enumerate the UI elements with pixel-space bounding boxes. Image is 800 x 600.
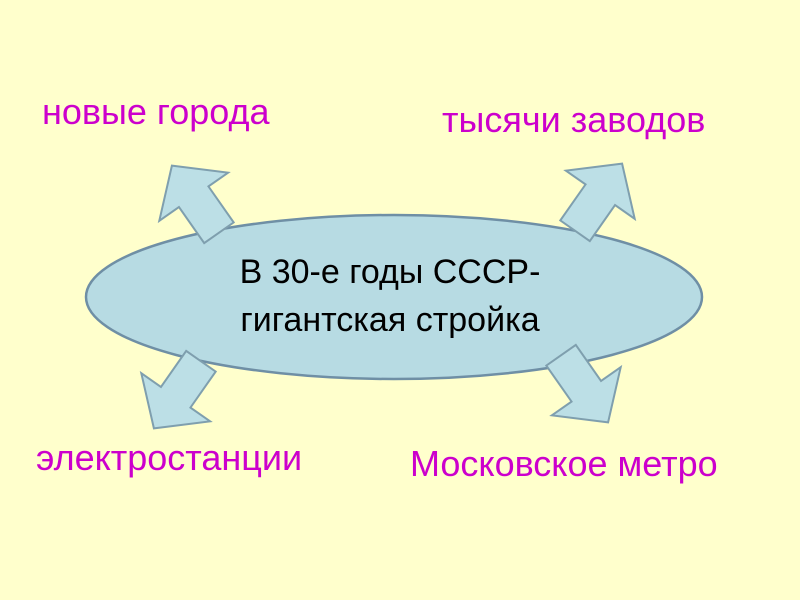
arrow-up-right-icon (558, 162, 637, 243)
label-new-cities: новые города (42, 91, 270, 132)
arrow-down-right-icon (544, 343, 623, 424)
arrow-down-left-icon (139, 349, 218, 430)
label-power-stations: электростанции (36, 437, 303, 478)
label-moscow-metro: Московское метро (410, 443, 718, 484)
center-title: В 30-е годы СССР- гигантская стройка (140, 248, 640, 344)
label-thousands-of-factories: тысячи заводов (442, 99, 706, 140)
arrow-up-left-icon (157, 164, 236, 245)
center-ellipse (84, 213, 704, 381)
center-title-line1: В 30-е годы СССР- (239, 253, 541, 291)
center-title-line2: гигантская стройка (240, 301, 540, 339)
